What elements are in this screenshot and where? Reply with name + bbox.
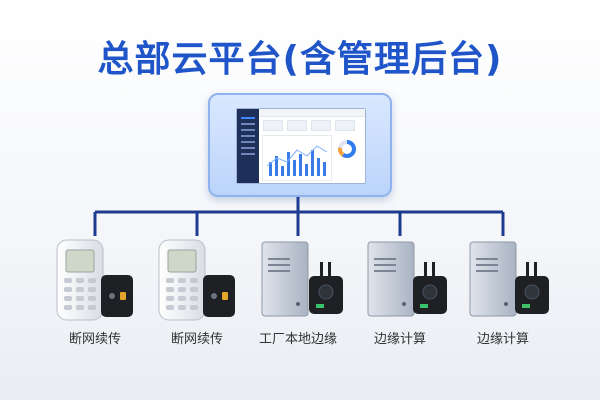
diagram-title: 总部云平台(含管理后台) xyxy=(97,39,503,80)
dashboard-card xyxy=(287,120,307,131)
dashboard-card xyxy=(335,120,355,131)
phone-icon xyxy=(56,239,104,321)
node-label: 断网续传 xyxy=(68,332,121,347)
dashboard-card xyxy=(311,120,331,131)
node-labels: 断网续传 断网续传 工厂本地边缘 边缘计算 边缘计算 xyxy=(0,328,600,348)
node-label: 工厂本地边缘 xyxy=(258,332,337,347)
gateway-icon xyxy=(203,275,235,317)
dashboard-chart xyxy=(262,135,332,181)
plug-gateway-icon xyxy=(515,262,549,314)
dashboard-donut xyxy=(337,139,357,159)
plug-gateway-icon xyxy=(309,262,343,314)
server-icon xyxy=(261,241,309,317)
gateway-icon xyxy=(101,275,133,317)
dashboard-topbar xyxy=(259,109,365,117)
server-icon xyxy=(367,241,415,317)
plug-gateway-icon xyxy=(413,262,447,314)
server-icon xyxy=(469,241,517,317)
node-label: 边缘计算 xyxy=(476,332,529,347)
phone-icon xyxy=(158,239,206,321)
dashboard-card xyxy=(263,120,283,131)
dashboard-screen xyxy=(236,108,366,184)
node-label: 边缘计算 xyxy=(373,332,426,347)
dashboard-sidebar xyxy=(237,109,259,183)
node-label: 断网续传 xyxy=(170,332,223,347)
